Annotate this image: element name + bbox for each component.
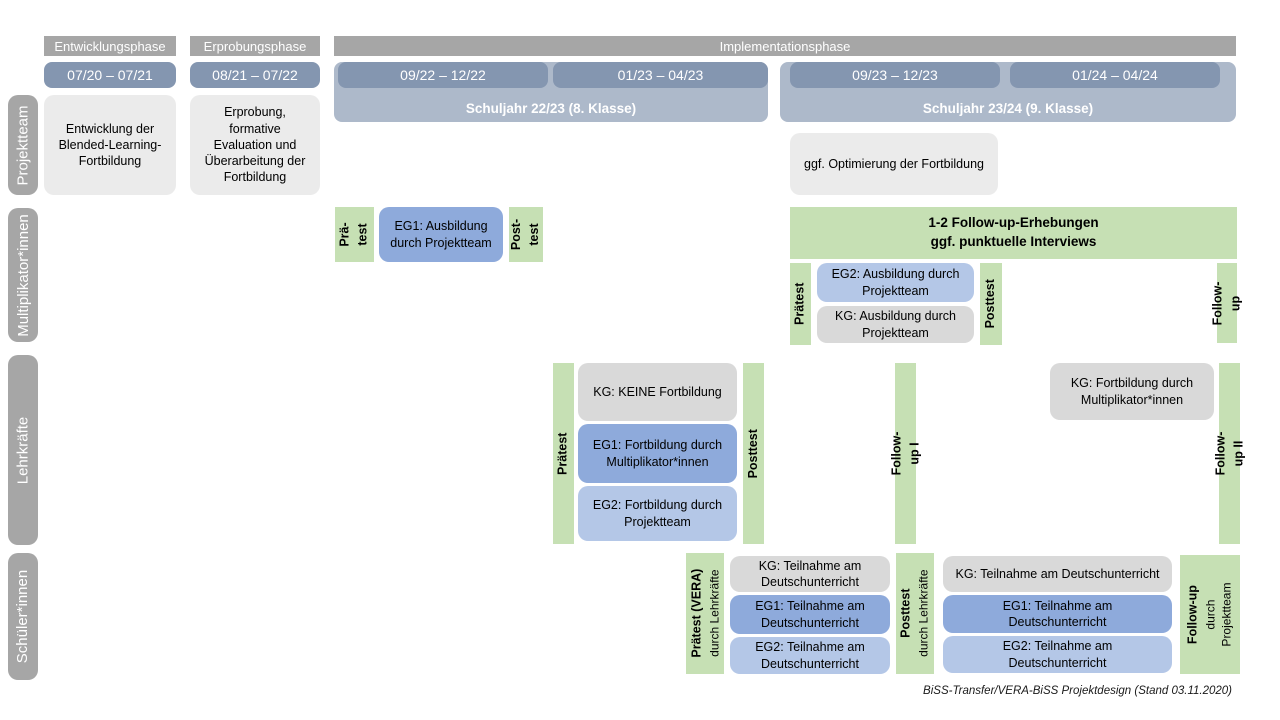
- bar-mult-posttest-1: Post- test: [509, 207, 543, 262]
- box-erprobung-evaluation: Erprobung, formative Evaluation und Über…: [190, 95, 320, 195]
- bar-mult-praetest-2: Prätest: [790, 263, 811, 345]
- bar-schueler-praetest-vera: Prätest (VERA) durch Lehrkräfte: [686, 553, 724, 674]
- box-followup-erhebungen: 1-2 Follow-up-Erhebungen ggf. punktuelle…: [790, 207, 1237, 259]
- box-kg-fortbildung-multiplikatoren: KG: Fortbildung durch Multiplikator*inne…: [1050, 363, 1214, 420]
- box-eg1-ausbildung-projektteam: EG1: Ausbildung durch Projektteam: [379, 207, 503, 262]
- date-bar-0821-0722: 08/21 – 07/22: [190, 62, 320, 88]
- date-bar-0923-1223: 09/23 – 12/23: [790, 62, 1000, 88]
- box-eg2-teilnahme-2: EG2: Teilnahme am Deutschunterricht: [943, 636, 1172, 673]
- bar-mult-posttest-2-text: Posttest: [983, 279, 998, 329]
- box-optimierung-fortbildung: ggf. Optimierung der Fortbildung: [790, 133, 998, 195]
- bar-mult-praetest-1: Prä- test: [335, 207, 374, 262]
- box-kg-ausbildung-projektteam: KG: Ausbildung durch Projektteam: [817, 306, 974, 343]
- date-bar-0922-1222: 09/22 – 12/22: [338, 62, 548, 88]
- box-kg-keine-fortbildung: KG: KEINE Fortbildung: [578, 363, 737, 421]
- box-entwicklung-blended-learning: Entwicklung der Blended-Learning-Fortbil…: [44, 95, 176, 195]
- row-label-projektteam: Projektteam: [8, 95, 38, 195]
- row-label-schueler-text: Schüler*innen: [14, 569, 32, 664]
- bar-schueler-praetest-vera-main: Prätest (VERA): [688, 569, 703, 658]
- box-eg2-fortbildung-projektteam: EG2: Fortbildung durch Projektteam: [578, 486, 737, 541]
- bar-mult-praetest-1-line1: Prä-: [337, 222, 352, 247]
- date-bar-0124-0424: 01/24 – 04/24: [1010, 62, 1220, 88]
- phase-header-implementationsphase: Implementationsphase: [334, 36, 1236, 56]
- box-kg-teilnahme-1: KG: Teilnahme am Deutschunterricht: [730, 556, 890, 592]
- bar-mult-followup-text: Follow-up: [1210, 281, 1243, 325]
- bar-schueler-followup-sub1: durch: [1202, 599, 1217, 630]
- box-followup-erhebungen-line2: ggf. punktuelle Interviews: [930, 234, 1097, 249]
- bar-lehr-praetest: Prätest: [553, 363, 574, 544]
- bar-schueler-posttest-sub: durch Lehrkräfte: [916, 569, 931, 658]
- box-eg2-ausbildung-projektteam: EG2: Ausbildung durch Projektteam: [817, 263, 974, 302]
- row-label-lehrkraefte-text: Lehrkräfte: [14, 416, 32, 484]
- date-bar-0123-0423: 01/23 – 04/23: [553, 62, 768, 88]
- date-bar-0720-0721: 07/20 – 07/21: [44, 62, 176, 88]
- box-kg-teilnahme-2: KG: Teilnahme am Deutschunterricht: [943, 556, 1172, 592]
- row-label-multiplikatoren: Multiplikator*innen: [8, 208, 38, 342]
- bar-lehr-followup-1-text: Follow-up I: [889, 431, 921, 476]
- bar-lehr-praetest-text: Prätest: [555, 432, 570, 475]
- bar-schueler-followup-sub2: Projektteam: [1219, 582, 1234, 647]
- bar-lehr-posttest: Posttest: [743, 363, 764, 544]
- bar-schueler-posttest-main: Posttest: [898, 588, 913, 639]
- bar-lehr-followup-2-text: Follow-up II: [1213, 431, 1245, 476]
- box-followup-erhebungen-line1: 1-2 Follow-up-Erhebungen: [928, 215, 1099, 231]
- bar-lehr-followup-2: Follow-up II: [1213, 363, 1245, 544]
- schoolyear-2223-label: Schuljahr 22/23 (8. Klasse): [465, 101, 637, 116]
- box-eg2-teilnahme-1: EG2: Teilnahme am Deutschunterricht: [730, 637, 890, 674]
- row-label-multiplikatoren-text: Multiplikator*innen: [14, 213, 32, 337]
- row-label-lehrkraefte: Lehrkräfte: [8, 355, 38, 545]
- row-label-projektteam-text: Projektteam: [14, 104, 32, 186]
- bar-schueler-praetest-vera-sub: durch Lehrkräfte: [706, 569, 721, 658]
- phase-header-erprobungsphase: Erprobungsphase: [190, 36, 320, 56]
- bar-schueler-followup-projektteam: Follow-up durch Projektteam: [1180, 555, 1240, 674]
- bar-mult-followup: Follow-up: [1211, 263, 1242, 343]
- box-eg1-teilnahme-1: EG1: Teilnahme am Deutschunterricht: [730, 595, 890, 634]
- bar-mult-posttest-2: Posttest: [980, 263, 1002, 345]
- bar-mult-praetest-1-line2: test: [355, 223, 370, 246]
- diagram-caption: BiSS-Transfer/VERA-BiSS Projektdesign (S…: [923, 685, 1232, 697]
- bar-lehr-posttest-text: Posttest: [745, 428, 760, 479]
- box-eg1-teilnahme-2: EG1: Teilnahme am Deutschunterricht: [943, 595, 1172, 633]
- bar-mult-posttest-1-line2: test: [527, 223, 541, 246]
- bar-mult-praetest-2-text: Prätest: [792, 282, 807, 326]
- bar-mult-posttest-1-line1: Post-: [509, 218, 524, 251]
- bar-schueler-posttest: Posttest durch Lehrkräfte: [896, 553, 934, 674]
- bar-lehr-followup-1: Follow-up I: [889, 363, 921, 544]
- schoolyear-2324-label: Schuljahr 23/24 (9. Klasse): [922, 101, 1094, 116]
- bar-schueler-followup-main: Follow-up: [1185, 585, 1200, 645]
- row-label-schueler: Schüler*innen: [8, 553, 38, 680]
- box-eg1-fortbildung-multiplikatoren: EG1: Fortbildung durch Multiplikator*inn…: [578, 424, 737, 483]
- phase-header-entwicklungsphase: Entwicklungsphase: [44, 36, 176, 56]
